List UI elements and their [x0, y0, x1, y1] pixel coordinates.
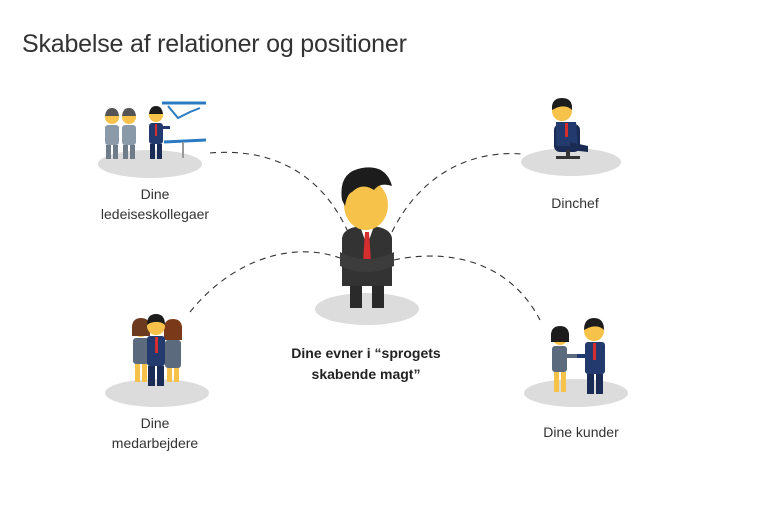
connector-colleagues: [209, 151, 349, 233]
shadow-center: [315, 293, 419, 325]
employee-group-icon: [131, 314, 183, 386]
businessman-arms-crossed-icon: [340, 167, 394, 308]
connector-boss: [391, 153, 523, 233]
label-colleagues: Dine ledeiseskollegaer: [90, 184, 220, 224]
slide-title: Skabelse af relationer og positioner: [22, 30, 407, 58]
label-employees-line1: Dine: [140, 415, 170, 431]
connectors: [189, 151, 541, 321]
label-colleagues-line1: Dine: [140, 186, 170, 202]
connector-customers: [393, 255, 541, 321]
shadow-boss: [521, 148, 621, 176]
label-customers-line1: Dine kunder: [543, 424, 619, 440]
label-center-line1: Dine evner i “sprogets: [291, 345, 441, 361]
label-center: Dine evner i “sprogets skabende magt”: [276, 343, 456, 385]
label-employees-line2: medarbejdere: [111, 435, 199, 451]
shadow-customers: [524, 379, 628, 407]
label-customers: Dine kunder: [526, 422, 636, 442]
label-colleagues-line2: ledeiseskollegaer: [100, 206, 210, 222]
boss-in-chair-icon: [551, 98, 588, 159]
label-employees: Dine medarbejdere: [100, 413, 210, 453]
handshake-icon: [550, 318, 605, 394]
team-presentation-icon: [105, 101, 207, 159]
label-boss-line1: Dinchef: [551, 195, 599, 211]
label-center-line2: skabende magt”: [311, 366, 421, 382]
connector-employees: [189, 251, 341, 313]
label-boss: Dinchef: [530, 193, 620, 213]
shadow-employees: [105, 379, 209, 407]
